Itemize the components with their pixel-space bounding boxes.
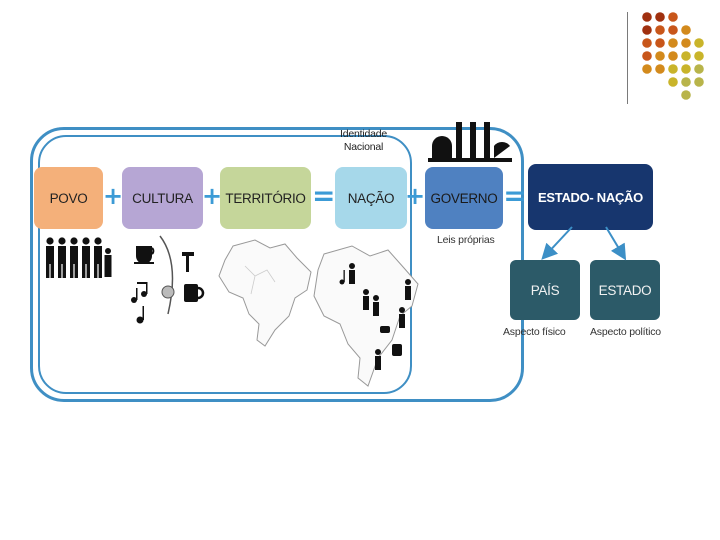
- decorative-dot: [668, 77, 678, 87]
- estado-box: ESTADO: [590, 260, 660, 320]
- plus-operator: +: [202, 182, 223, 210]
- brazil-map-icon: [218, 239, 312, 347]
- decorative-dot: [694, 64, 704, 74]
- decorative-dot: [694, 77, 704, 87]
- decorative-dot: [694, 51, 704, 61]
- government-building-icon: [428, 122, 512, 162]
- decorative-dot: [668, 51, 678, 61]
- povo-label: POVO: [49, 190, 88, 206]
- equals-operator: =: [312, 179, 336, 212]
- cultural-symbols-icon: [131, 235, 205, 324]
- decorative-dot: [642, 12, 652, 22]
- decorative-dot: [642, 51, 652, 61]
- governo-box: GOVERNO: [425, 167, 503, 229]
- povo-box: POVO: [34, 167, 103, 229]
- nacao-label: NAÇÃO: [347, 190, 395, 206]
- pais-box: PAÍS: [510, 260, 580, 320]
- decorative-dot: [655, 64, 665, 74]
- estado-label: ESTADO: [598, 282, 652, 298]
- territorio-box: TERRITÓRIO: [220, 167, 311, 229]
- decorative-dot: [681, 25, 691, 35]
- equals-operator: =: [503, 179, 527, 212]
- decorative-dot: [681, 90, 691, 100]
- nacao-box: NAÇÃO: [335, 167, 407, 229]
- plus-operator: +: [103, 182, 124, 210]
- pais-label: PAÍS: [530, 282, 560, 298]
- decorative-dot: [681, 77, 691, 87]
- decorative-dot: [655, 12, 665, 22]
- identidade-nacional-note: Identidade Nacional: [340, 128, 388, 153]
- split-arrows: [541, 226, 627, 261]
- aspecto-fisico-label: Aspecto físico: [503, 326, 566, 338]
- estado-nacao-label: ESTADO- NAÇÃO: [538, 189, 643, 205]
- decorative-dot: [668, 25, 678, 35]
- cultura-box: CULTURA: [122, 167, 203, 229]
- decorative-dot: [668, 38, 678, 48]
- governo-label: GOVERNO: [430, 190, 498, 206]
- decorative-dot: [642, 25, 652, 35]
- decorative-dot-grid: [642, 12, 704, 100]
- decorative-dot: [668, 12, 678, 22]
- plus-operator: +: [405, 182, 426, 210]
- decorative-dot: [681, 38, 691, 48]
- territorio-label: TERRITÓRIO: [225, 190, 306, 206]
- aspecto-politico-label: Aspecto político: [590, 326, 661, 338]
- decorative-dot: [642, 38, 652, 48]
- decorative-dot: [668, 64, 678, 74]
- people-group-icon: [46, 237, 112, 278]
- decorative-dot: [694, 38, 704, 48]
- decorative-dot: [681, 51, 691, 61]
- decorative-dot: [642, 64, 652, 74]
- nation-map-icon: [313, 245, 419, 387]
- decorative-dot: [681, 64, 691, 74]
- decorative-dot: [655, 25, 665, 35]
- cultura-label: CULTURA: [132, 190, 193, 206]
- leis-proprias-label: Leis próprias: [437, 234, 495, 246]
- decorative-dot: [655, 38, 665, 48]
- nacao-frame: [38, 135, 412, 394]
- estado-nacao-box: ESTADO- NAÇÃO: [528, 164, 653, 230]
- decorative-divider: [627, 12, 628, 104]
- decorative-dot: [655, 51, 665, 61]
